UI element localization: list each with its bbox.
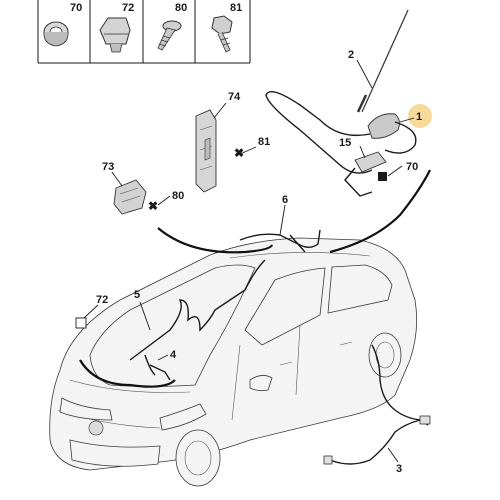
highlight-marker: [408, 104, 432, 128]
legend-number-72: 72: [122, 2, 134, 14]
callout-15: 15: [339, 137, 351, 149]
callout-1: 1: [416, 111, 422, 123]
cross-marker-81: ✖: [234, 146, 244, 160]
fastener-legend: 70 72 80 81: [37, 0, 251, 64]
legend-number-80: 80: [175, 2, 187, 14]
callout-5: 5: [134, 289, 140, 301]
clip-marker-72: [75, 317, 87, 329]
legend-number-81: 81: [230, 2, 242, 14]
legend-number-70: 70: [70, 2, 82, 14]
callout-3: 3: [396, 463, 402, 475]
callout-4: 4: [170, 349, 177, 361]
cross-marker-80: ✖: [148, 199, 158, 213]
detail-curve-windshield: [79, 359, 176, 388]
fastener-group: ✖: [113, 179, 158, 215]
callout-70: 70: [406, 161, 418, 173]
bolt-icon: [211, 15, 233, 53]
fastener-clip-icon: [99, 17, 131, 53]
callout-74: 74: [228, 91, 241, 103]
screw-icon: [157, 20, 182, 51]
callout-80: 80: [172, 190, 184, 202]
legend-cell-81: 81: [211, 2, 242, 53]
callout-2: 2: [348, 49, 354, 61]
car-body: [49, 237, 418, 487]
legend-cell-70: 70: [43, 2, 82, 47]
front-cable: [323, 415, 431, 465]
callout-numbers: 2 1 15 70 74 81 73 80 6 5 72 4 3: [96, 49, 422, 475]
rear-door-harness: [371, 344, 429, 426]
callout-6: 6: [282, 194, 288, 206]
detail-curve-right: [329, 169, 431, 254]
callout-73: 73: [102, 161, 114, 173]
leader-lines: [83, 59, 415, 463]
windscreen-harness: [129, 259, 266, 381]
antenna-assembly: [265, 9, 432, 197]
clip-icon: [43, 21, 69, 47]
callout-81: 81: [258, 136, 270, 148]
roof-harness: [239, 229, 321, 253]
legend-cell-72: 72: [99, 2, 134, 53]
pillar-bracket: ✖: [195, 109, 244, 193]
callout-72: 72: [96, 294, 108, 306]
detail-curve-left: [157, 227, 274, 254]
legend-cell-80: 80: [157, 2, 187, 51]
